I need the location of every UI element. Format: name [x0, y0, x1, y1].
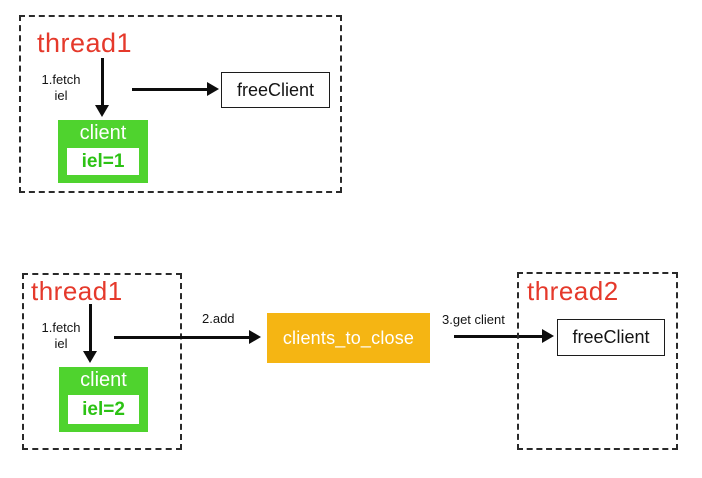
bottom-fetch-step-line2: iel: [54, 336, 68, 352]
add-arrow: [114, 330, 261, 344]
bottom-client-value: iel=2: [68, 395, 139, 424]
bottom-client-title: client: [80, 369, 127, 391]
add-step-label: 2.add: [202, 311, 235, 326]
top-freeclient-arrow: [132, 82, 219, 96]
add-arrow-head-icon: [249, 330, 261, 344]
get-client-step-label: 3.get client: [442, 312, 505, 327]
thread2-boundary-box: [517, 272, 678, 450]
bottom-freeclient-label: freeClient: [572, 327, 650, 347]
add-arrow-shaft: [114, 335, 249, 339]
bottom-fetch-arrow-head-icon: [83, 351, 97, 363]
bottom-fetch-arrow-shaft: [88, 304, 92, 351]
bottom-client-node: client iel=2: [59, 367, 148, 432]
top-fetch-step-line2: iel: [54, 88, 68, 104]
top-client-title: client: [79, 122, 127, 144]
top-freeclient-arrow-head-icon: [207, 82, 219, 96]
top-fetch-step-label: 1.fetch iel: [33, 72, 89, 105]
bottom-thread1-label: thread1: [31, 276, 123, 306]
top-fetch-step-line1: 1.fetch: [41, 72, 81, 87]
top-freeclient-label: freeClient: [236, 79, 315, 100]
bottom-fetch-arrow: [83, 304, 97, 363]
clients-to-close-label: clients_to_close: [282, 327, 415, 348]
top-fetch-arrow: [95, 58, 109, 117]
top-freeclient-node: freeClient: [221, 72, 330, 108]
top-thread1-label: thread1: [37, 28, 133, 58]
get-client-arrow-shaft: [454, 334, 542, 338]
top-client-node: client iel=1: [58, 120, 148, 183]
top-thread1-boundary-box: [19, 15, 342, 193]
clients-to-close-node: clients_to_close: [267, 313, 430, 363]
top-client-value: iel=1: [67, 148, 139, 175]
bottom-fetch-step-line1: 1.fetch: [41, 320, 81, 335]
top-fetch-arrow-head-icon: [95, 105, 109, 117]
bottom-fetch-step-label: 1.fetch iel: [33, 320, 89, 353]
bottom-freeclient-node: freeClient: [557, 319, 665, 356]
get-client-arrow-head-icon: [542, 329, 554, 343]
bottom-thread1-boundary-box: [22, 273, 182, 450]
top-freeclient-arrow-shaft: [132, 87, 207, 91]
get-client-arrow: [454, 329, 554, 343]
top-fetch-arrow-shaft: [100, 58, 104, 105]
thread2-label: thread2: [527, 276, 619, 306]
